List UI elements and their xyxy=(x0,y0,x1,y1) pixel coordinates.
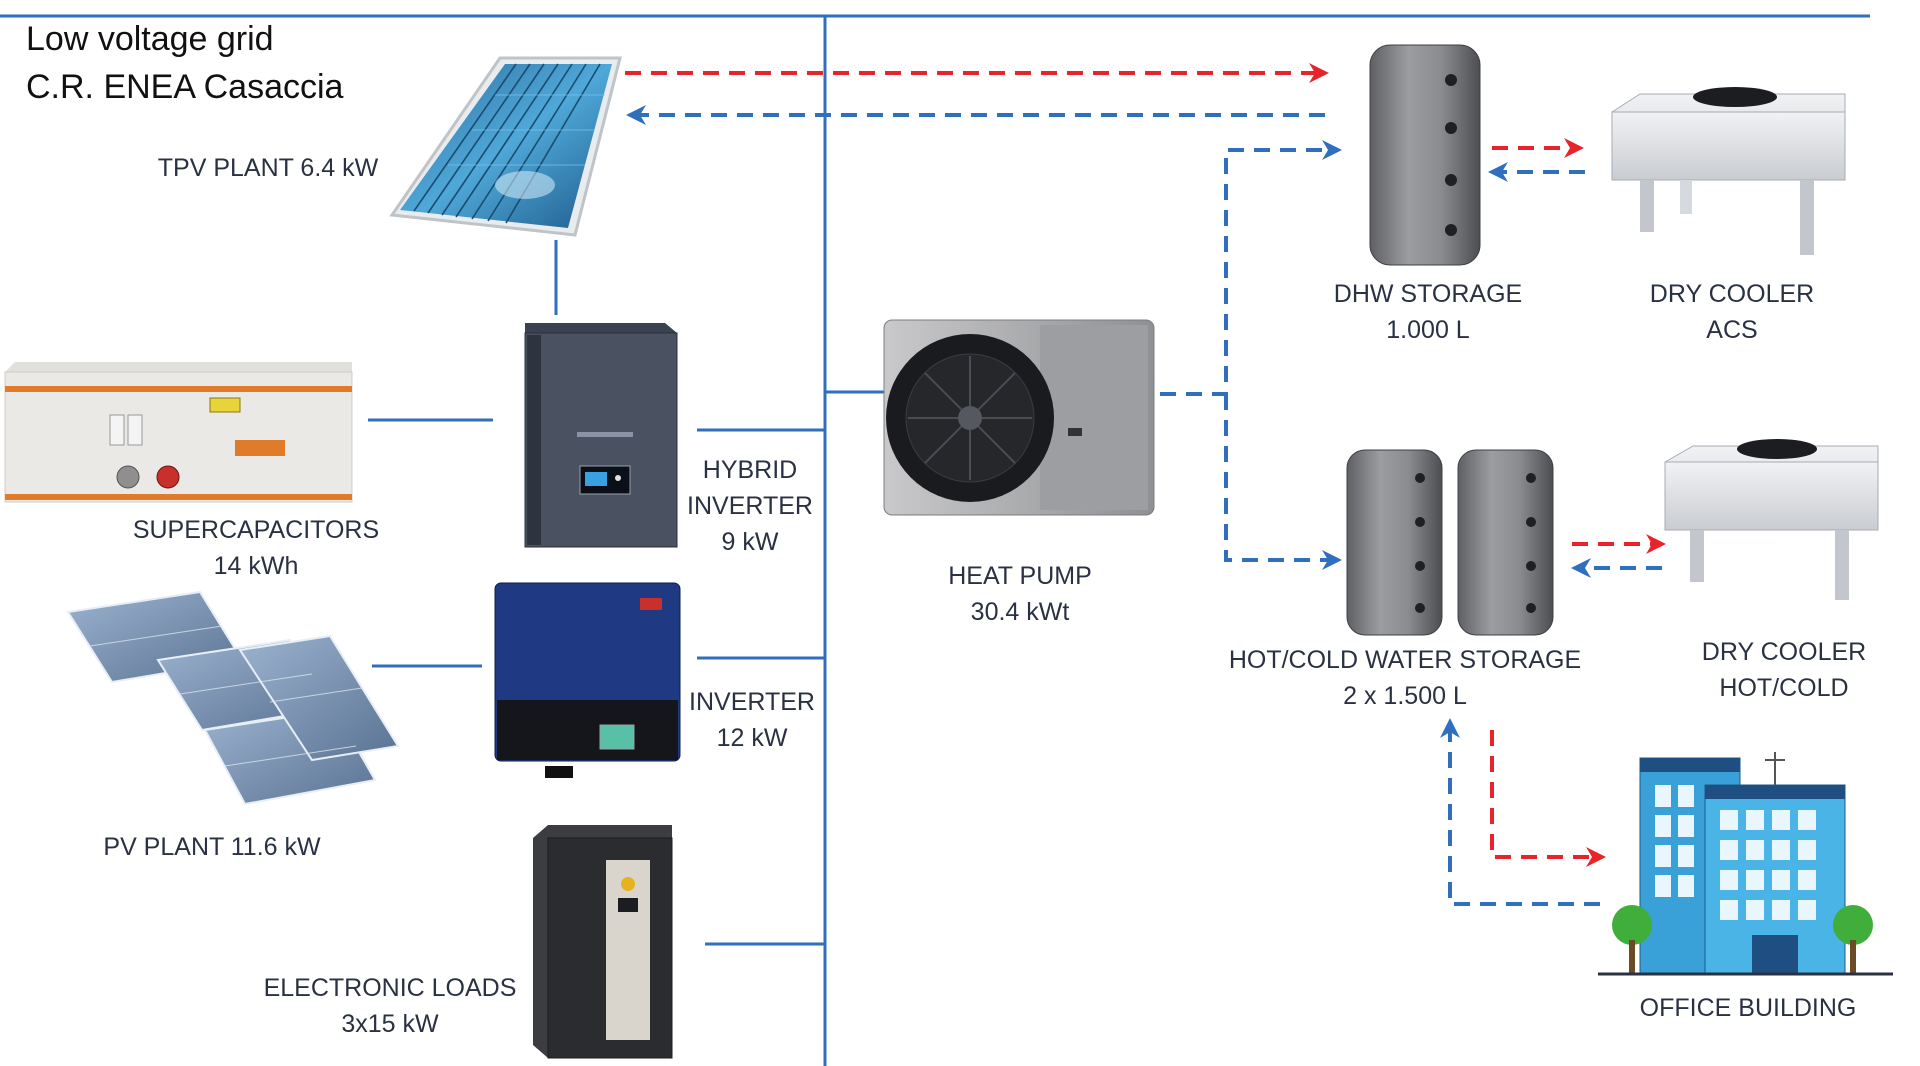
office-building-label: OFFICE BUILDING xyxy=(1640,994,1857,1022)
hot-cold-water-storage-image xyxy=(1346,449,1554,636)
heat-pump-label-line2: 30.4 kWt xyxy=(971,598,1070,626)
hybrid-inverter-label-line3: 9 kW xyxy=(722,528,779,556)
hot-cold-storage-label-line2: 2 x 1.500 L xyxy=(1343,682,1467,710)
pv-plant-image xyxy=(66,590,400,806)
hybrid-inverter-label-line1: HYBRID xyxy=(703,456,797,484)
diagram-title-line2: C.R. ENEA Casaccia xyxy=(26,68,344,106)
dhw-storage-label-line2: 1.000 L xyxy=(1386,316,1470,344)
supercapacitors-image xyxy=(4,362,353,503)
dry-cooler-hot-cold-image xyxy=(1664,439,1879,600)
grid-bus xyxy=(0,14,1870,1066)
tpv-plant-label: TPV PLANT 6.4 kW xyxy=(158,154,379,182)
inverter-label-line2: 12 kW xyxy=(717,724,788,752)
heatpump-to-water-storage-arrow xyxy=(1224,394,1342,570)
hybrid-inverter-label-line2: INVERTER xyxy=(687,492,813,520)
heatpump-to-dhw-arrow xyxy=(1160,140,1342,396)
inverter-label-line1: INVERTER xyxy=(689,688,815,716)
dry-cooler-acs-label-line2: ACS xyxy=(1706,316,1757,344)
thermal-flows xyxy=(625,63,1666,906)
heat-pump-label-line1: HEAT PUMP xyxy=(948,562,1092,590)
dry-cooler-hot-cold-label-line2: HOT/COLD xyxy=(1719,674,1848,702)
diagram-title-line1: Low voltage grid xyxy=(26,20,274,58)
supercapacitors-label-line2: 14 kWh xyxy=(214,552,299,580)
dry-cooler-hot-cold-label-line1: DRY COOLER xyxy=(1702,638,1866,666)
pv-plant-label: PV PLANT 11.6 kW xyxy=(103,833,321,861)
supercapacitors-label-line1: SUPERCAPACITORS xyxy=(133,516,379,544)
dhw-storage-label-line1: DHW STORAGE xyxy=(1334,280,1522,308)
labels: Low voltage grid C.R. ENEA Casaccia TPV … xyxy=(26,20,1866,1038)
office-building-image xyxy=(1598,752,1893,976)
inverter-image xyxy=(494,582,681,778)
dhw-storage-tank-image xyxy=(1369,44,1481,266)
hot-cold-storage-label-line1: HOT/COLD WATER STORAGE xyxy=(1229,646,1581,674)
office-to-storage-arrow xyxy=(1440,718,1600,906)
dry-cooler-acs-image xyxy=(1611,87,1846,255)
heat-pump-image xyxy=(883,319,1155,516)
electronic-loads-label-line2: 3x15 kW xyxy=(341,1010,439,1038)
hybrid-inverter-image xyxy=(524,323,678,548)
dry-cooler-acs-label-line1: DRY COOLER xyxy=(1650,280,1814,308)
storage-to-office-arrow xyxy=(1490,730,1606,867)
electronic-loads-image xyxy=(533,825,673,1059)
tpv-panel-image xyxy=(389,56,622,237)
electronic-loads-label-line1: ELECTRONIC LOADS xyxy=(264,974,517,1002)
